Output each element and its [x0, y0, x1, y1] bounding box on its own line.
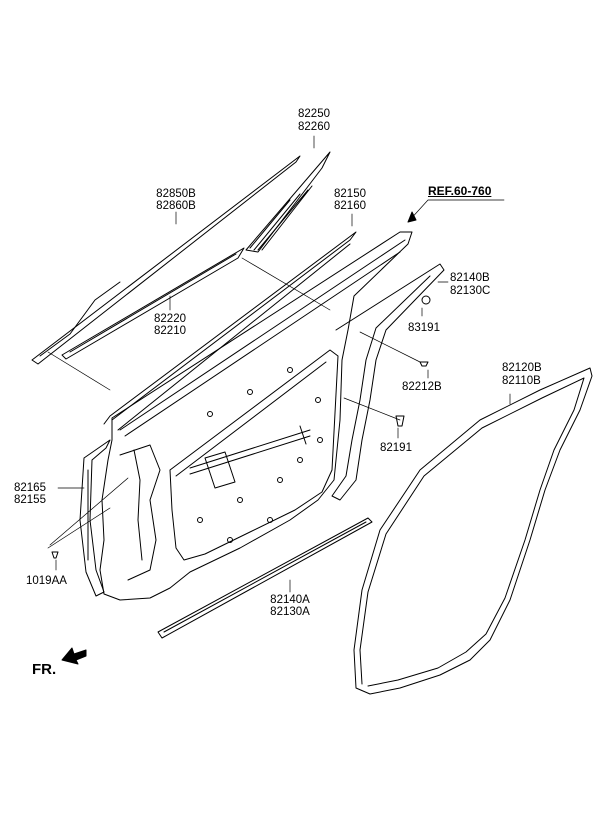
outer-belt-upper-strip — [31, 155, 301, 365]
label-82155: 82155 — [14, 494, 46, 506]
label-82191: 82191 — [380, 442, 412, 454]
door-panel — [99, 231, 413, 601]
label-1019aa: 1019AA — [26, 575, 67, 587]
label-82140a: 82140A — [270, 594, 310, 606]
lower-sill-strip — [157, 517, 373, 639]
label-82250: 82250 — [298, 108, 330, 120]
leader-lines — [47, 135, 511, 593]
label-82260: 82260 — [298, 121, 330, 133]
label-82212b: 82212B — [402, 381, 442, 393]
ref-label: REF.60-760 — [428, 184, 492, 198]
label-82165: 82165 — [14, 482, 46, 494]
outer-belt-lower-strip — [61, 247, 245, 360]
label-82140b: 82140B — [450, 272, 490, 284]
frame-weatherstrip — [103, 231, 357, 431]
label-82210: 82210 — [154, 325, 186, 337]
door-opening-weatherstrip — [353, 367, 593, 695]
fastener-clips — [51, 295, 431, 559]
hinge-side-seal — [79, 439, 111, 597]
door-frame-trim-triangle — [245, 151, 331, 253]
front-direction-label: FR. — [32, 661, 57, 678]
front-direction-arrow-icon — [61, 647, 87, 665]
label-82130a: 82130A — [270, 606, 310, 618]
label-82860b: 82860B — [156, 200, 196, 212]
label-83191: 83191 — [408, 322, 440, 334]
ref-arrow-icon — [407, 211, 417, 223]
label-82110b: 82110B — [502, 375, 541, 387]
label-82130c: 82130C — [450, 285, 491, 297]
label-82120b: 82120B — [502, 362, 542, 374]
label-82160: 82160 — [334, 200, 366, 212]
label-82220: 82220 — [154, 313, 186, 325]
label-82150: 82150 — [334, 188, 366, 200]
rear-channel-weatherstrip — [331, 263, 445, 501]
label-82850b: 82850B — [156, 188, 196, 200]
